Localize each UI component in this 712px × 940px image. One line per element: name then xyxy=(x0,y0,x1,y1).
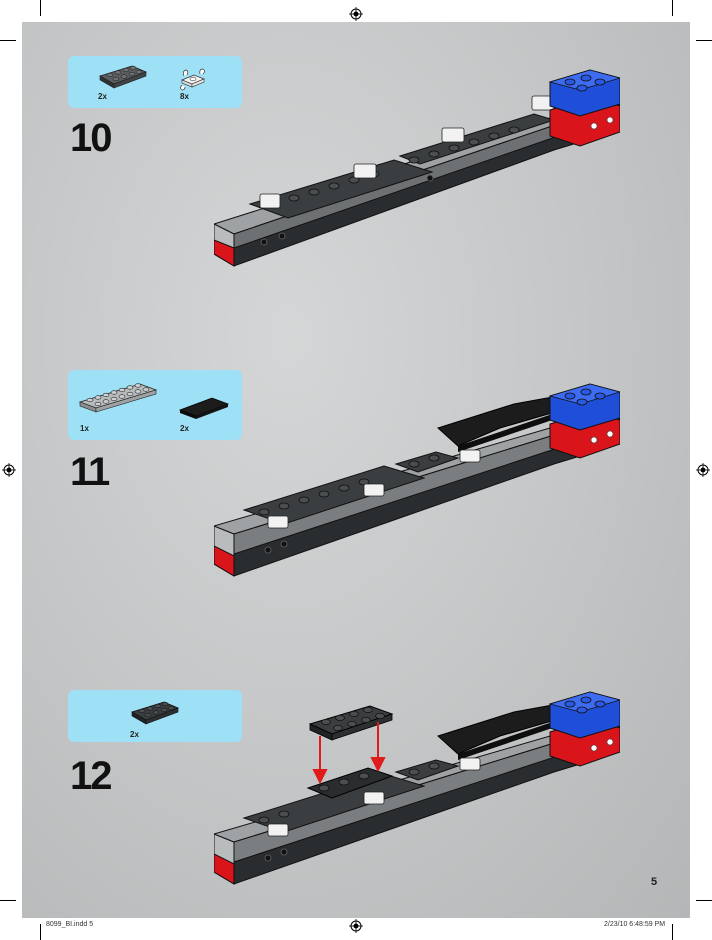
part-quantity: 1x xyxy=(80,424,89,433)
page-number: 5 xyxy=(651,876,658,888)
crop-mark xyxy=(40,924,41,940)
crop-mark xyxy=(672,924,673,940)
registration-mark-icon xyxy=(349,7,363,21)
part-quantity: 2x xyxy=(180,424,189,433)
part-quantity: 2x xyxy=(130,730,139,739)
crop-mark xyxy=(672,0,673,16)
crop-mark xyxy=(696,40,712,41)
light-gray-plate-2x8-icon xyxy=(78,383,158,413)
black-tile-2x4-icon xyxy=(178,397,230,419)
parts-callout-step-12: 2x xyxy=(68,690,242,742)
registration-mark-icon xyxy=(2,463,16,477)
crop-mark xyxy=(0,40,16,41)
footer-file-name: 8099_BI.indd 5 xyxy=(46,921,94,928)
part-quantity: 2x xyxy=(98,92,107,101)
registration-mark-icon xyxy=(349,919,363,933)
step-number: 10 xyxy=(70,116,112,160)
dark-gray-plate-2x4-icon xyxy=(131,701,180,725)
parts-callout-step-10: 2x 8x xyxy=(68,56,242,108)
model-assembly-step-11 xyxy=(214,383,620,577)
step-number: 11 xyxy=(70,450,110,494)
step-number: 12 xyxy=(70,754,112,798)
crop-mark xyxy=(40,0,41,16)
white-clip-plate-icon xyxy=(180,68,206,91)
footer-timestamp: 2/23/10 6:48:59 PM xyxy=(604,921,666,928)
part-quantity: 8x xyxy=(180,92,189,101)
model-assembly-step-10 xyxy=(214,69,620,267)
parts-callout-step-11: 1x 2x xyxy=(68,370,242,440)
crop-mark xyxy=(696,900,712,901)
model-assembly-step-12 xyxy=(214,691,620,885)
crop-mark xyxy=(0,900,16,901)
dark-gray-plate-2x4-icon xyxy=(99,65,148,89)
registration-mark-icon xyxy=(696,463,710,477)
